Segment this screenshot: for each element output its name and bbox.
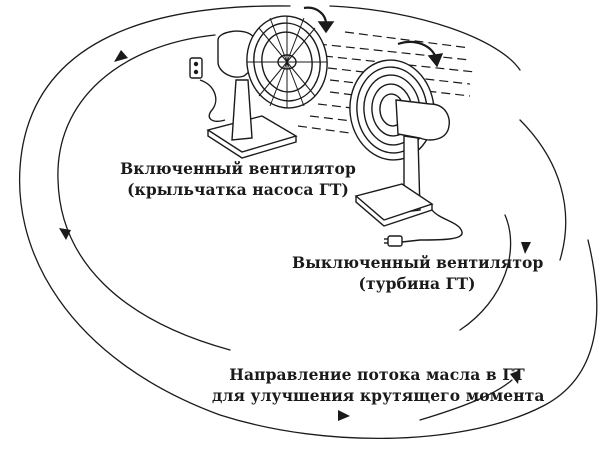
flow-arrows: [59, 50, 531, 421]
oil-flow-inner-path: [57, 34, 231, 351]
label-fan-on-line1: Включенный вентилятор: [120, 159, 356, 178]
oil-flow-outer-path-top: [329, 5, 521, 71]
label-oil-flow: Направление потока масла в ГТ для улучше…: [212, 364, 545, 406]
fan-off-base: [354, 183, 434, 221]
label-oil-flow-line1: Направление потока масла в ГТ: [229, 365, 525, 384]
oil-flow-outer-path: [18, 5, 598, 439]
label-fan-on: Включенный вентилятор (крыльчатка насоса…: [118, 158, 358, 200]
fan-on-stand: [231, 79, 253, 141]
flow-arrow-bottom-right-icon: [510, 370, 520, 384]
label-fan-off-line2: (турбина ГТ): [358, 274, 476, 293]
fan-off-motor: [395, 99, 450, 141]
flow-arrow-left-upper-icon: [114, 50, 128, 62]
flow-arrow-left-lower-icon: [59, 228, 71, 240]
flow-arrow-right-icon: [521, 242, 531, 254]
oil-flow-loop: [18, 5, 598, 439]
flow-arrow-bottom-icon: [338, 410, 350, 421]
fan-on-cord: [199, 79, 226, 122]
rotation-arrow-icon: [317, 21, 335, 34]
oil-flow-inner-path-top-right: [519, 119, 567, 261]
fan-on-illustration: [189, 6, 335, 159]
rotation-arrow-icon: [427, 53, 444, 68]
wall-socket: [189, 57, 203, 79]
fan-off-plug: [387, 235, 403, 247]
label-fan-off: Выключенный вентилятор (турбина ГТ): [292, 252, 544, 294]
label-fan-on-line2: (крыльчатка насоса ГТ): [127, 180, 349, 199]
fan-off-illustration: [349, 40, 463, 247]
oil-flow-inner-path-right: [459, 214, 512, 331]
fan-off-cord: [401, 209, 463, 243]
label-oil-flow-line2: для улучшения крутящего момента: [212, 386, 545, 405]
oil-flow-inner-path-bottom: [419, 379, 513, 421]
label-fan-off-line1: Выключенный вентилятор: [292, 253, 544, 272]
